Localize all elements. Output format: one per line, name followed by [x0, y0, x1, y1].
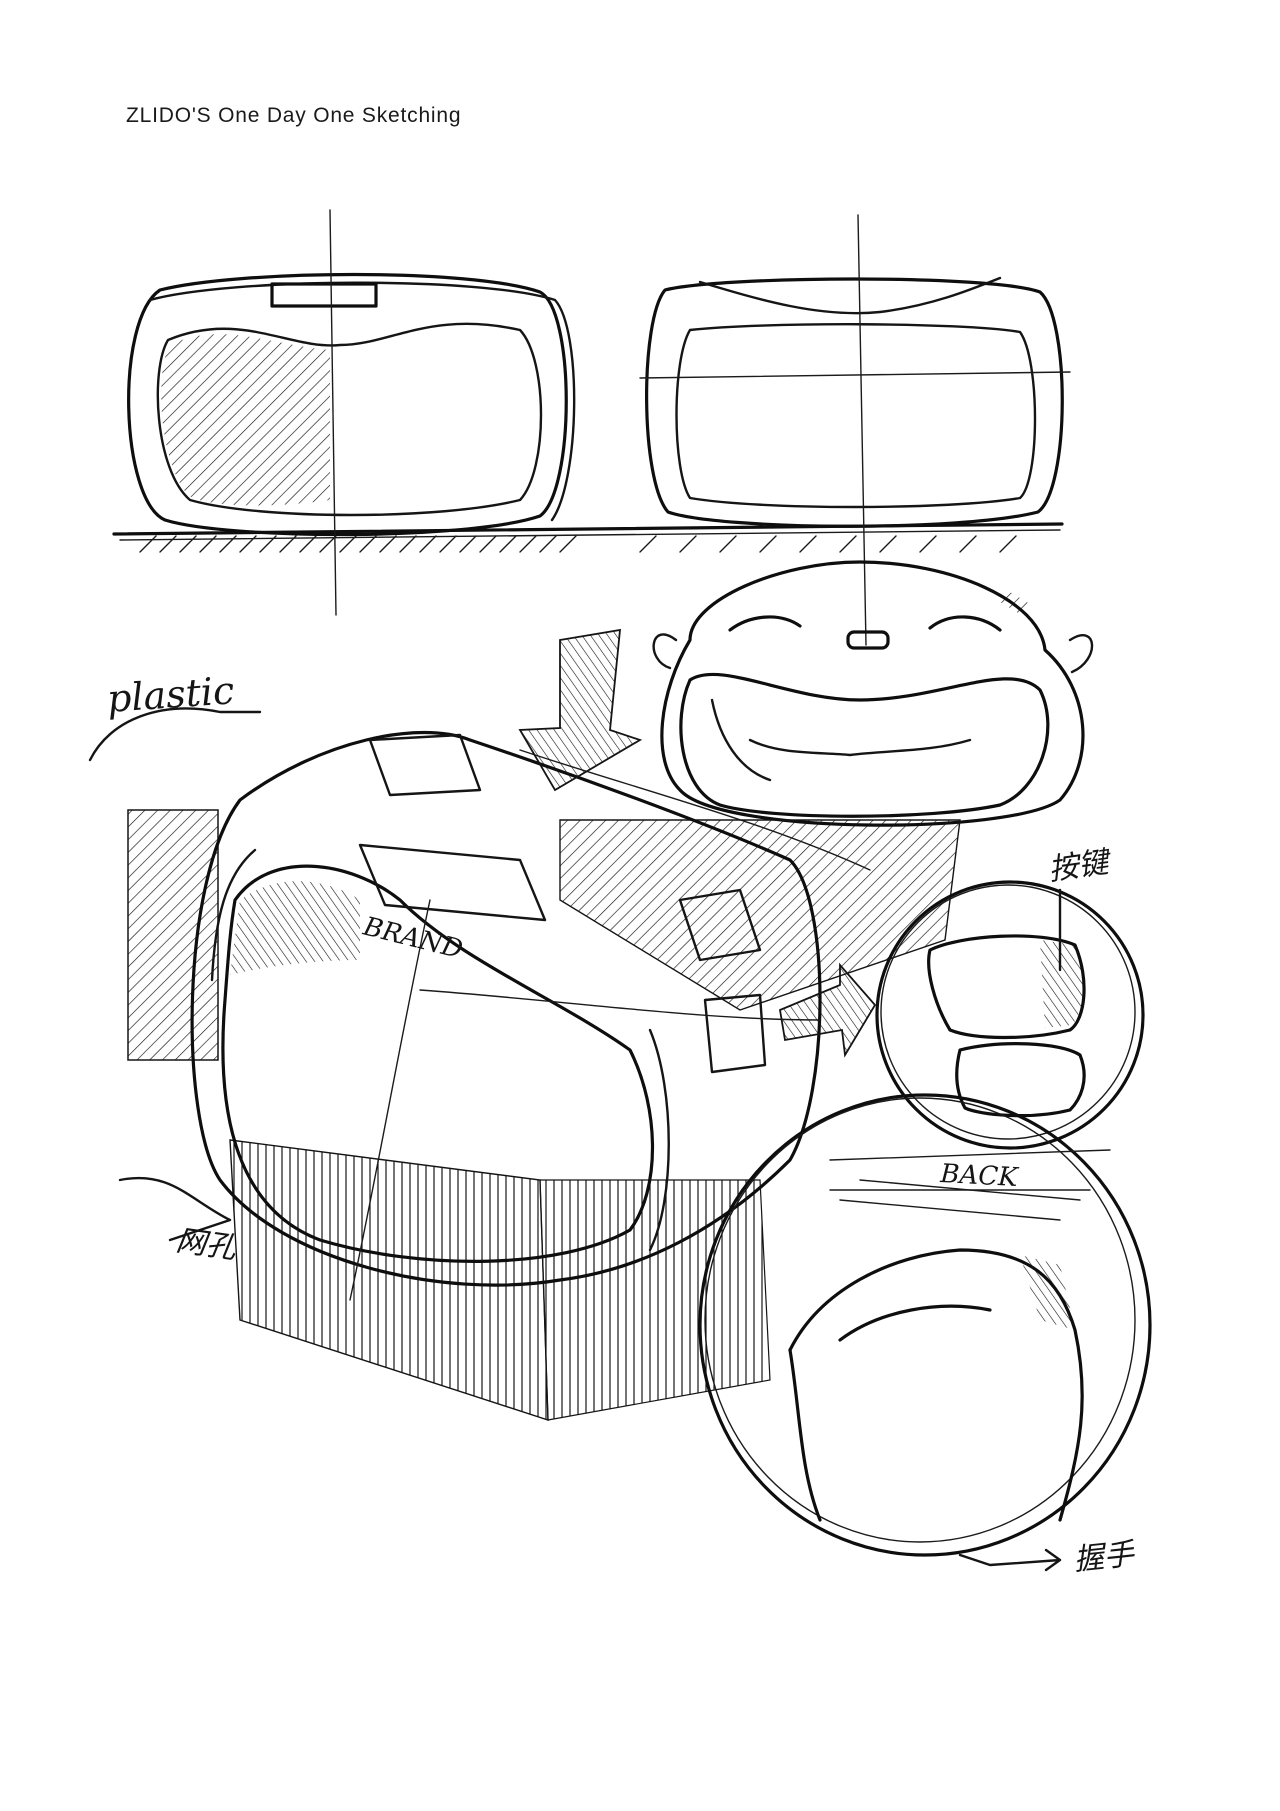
top-view-sketch [639, 214, 1071, 646]
page-title: ZLIDO'S One Day One Sketching [126, 104, 462, 127]
note-buttons: 按键 [1046, 844, 1114, 888]
back-grip-detail-circle [698, 1093, 1152, 1572]
note-grip: 握手 [1072, 1537, 1137, 1578]
note-plastic: plastic [106, 668, 236, 721]
note-brand: BRAND [359, 911, 465, 965]
note-back: BACK [939, 1159, 1020, 1193]
button-detail-circle [875, 880, 1145, 1150]
leader-lines [88, 707, 1111, 1242]
arrows [518, 628, 877, 1058]
smiling-face-sketch [652, 560, 1094, 827]
device-perspective-sketch [127, 730, 961, 1421]
note-vent: 网孔 [174, 1223, 239, 1266]
front-view-sketch [112, 209, 1064, 616]
ground-hatching [139, 535, 1017, 553]
